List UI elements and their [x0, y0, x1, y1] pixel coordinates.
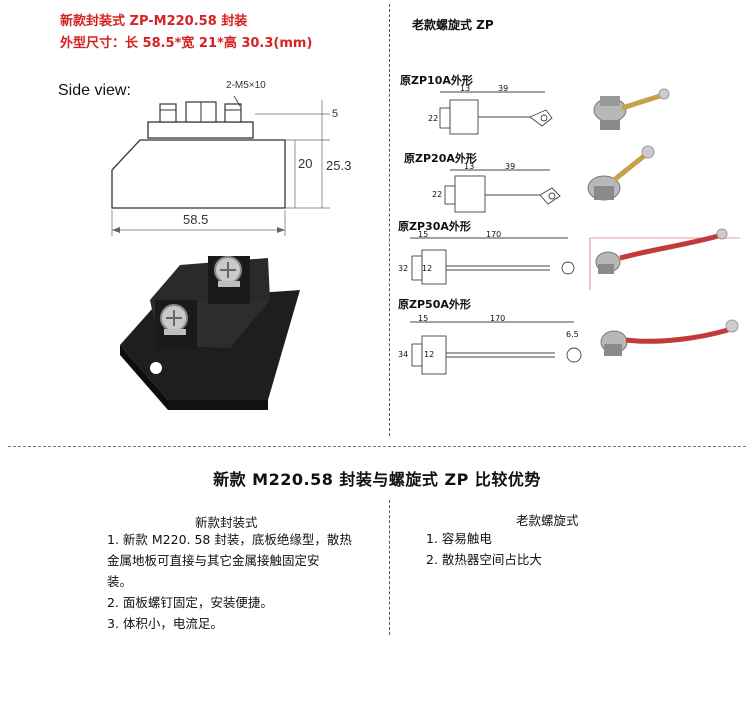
zp30a-dim-12: 12	[422, 264, 433, 273]
zp30a-dim-170: 170	[486, 230, 502, 239]
new-package-title: 新款封装式 ZP-M220.58 封装	[60, 14, 248, 29]
dim-25-3: 25.3	[326, 158, 352, 173]
zp20a-dim-39: 39	[505, 162, 516, 171]
old-type-disadvantages: 1. 容易触电 2. 散热器空间占比大	[426, 528, 726, 570]
zp50a-dim-15: 15	[418, 314, 429, 323]
zp50a-dim-34: 34	[398, 350, 409, 359]
dim-20: 20	[298, 156, 313, 171]
old-type-drawings	[410, 88, 740, 375]
new-type-advantages: 1. 新款 M220. 58 封装，底板绝缘型，散热 金属地板可直接与其它金属接…	[107, 529, 377, 634]
variant-label-zp50a: 原ZP50A外形	[398, 298, 471, 311]
section-divider	[8, 446, 746, 447]
zp10a-dim-39: 39	[498, 84, 509, 93]
zp30a-dim-15: 15	[418, 230, 429, 239]
zp20a-dim-13: 13	[464, 162, 475, 171]
list-item: 3. 体积小，电流足。	[107, 616, 223, 631]
list-item: 1. 新款 M220. 58 封装，底板绝缘型，散热	[107, 532, 352, 547]
variant-label-zp20a: 原ZP20A外形	[404, 152, 477, 165]
old-type-heading: 老款螺旋式	[516, 513, 579, 528]
zp10a-dim-13: 13	[460, 84, 471, 93]
top-divider	[389, 4, 390, 436]
list-item: 2. 面板螺钉固定，安装便捷。	[107, 595, 273, 610]
module-photo	[120, 256, 300, 410]
dim-5: 5	[332, 108, 339, 120]
list-item: 2. 散热器空间占比大	[426, 552, 542, 567]
new-package-dimensions: 外型尺寸：长 58.5*宽 21*高 30.3(mm)	[60, 36, 313, 51]
dim-screw: 2-M5×10	[226, 80, 266, 91]
zp50a-dim-6-5: 6.5	[566, 330, 579, 339]
zp30a-dim-32: 32	[398, 264, 409, 273]
variant-label-zp30a: 原ZP30A外形	[398, 220, 471, 233]
comparison-title: 新款 M220.58 封装与螺旋式 ZP 比较优势	[213, 470, 541, 489]
old-type-title: 老款螺旋式 ZP	[412, 18, 494, 32]
side-view-label: Side view:	[58, 82, 131, 99]
side-view-drawing	[111, 95, 330, 236]
zp50a-dim-12: 12	[424, 350, 435, 359]
zp50a-dim-170: 170	[490, 314, 506, 323]
zp10a-dim-22: 22	[428, 114, 439, 123]
list-item: 金属地板可直接与其它金属接触固定安	[107, 553, 320, 568]
list-item: 1. 容易触电	[426, 531, 492, 546]
variant-label-zp10a: 原ZP10A外形	[400, 74, 473, 87]
list-item: 装。	[107, 574, 133, 589]
bottom-divider	[389, 500, 390, 635]
zp20a-dim-22: 22	[432, 190, 443, 199]
dim-58-5: 58.5	[183, 212, 209, 227]
new-type-heading: 新款封装式	[195, 515, 258, 530]
